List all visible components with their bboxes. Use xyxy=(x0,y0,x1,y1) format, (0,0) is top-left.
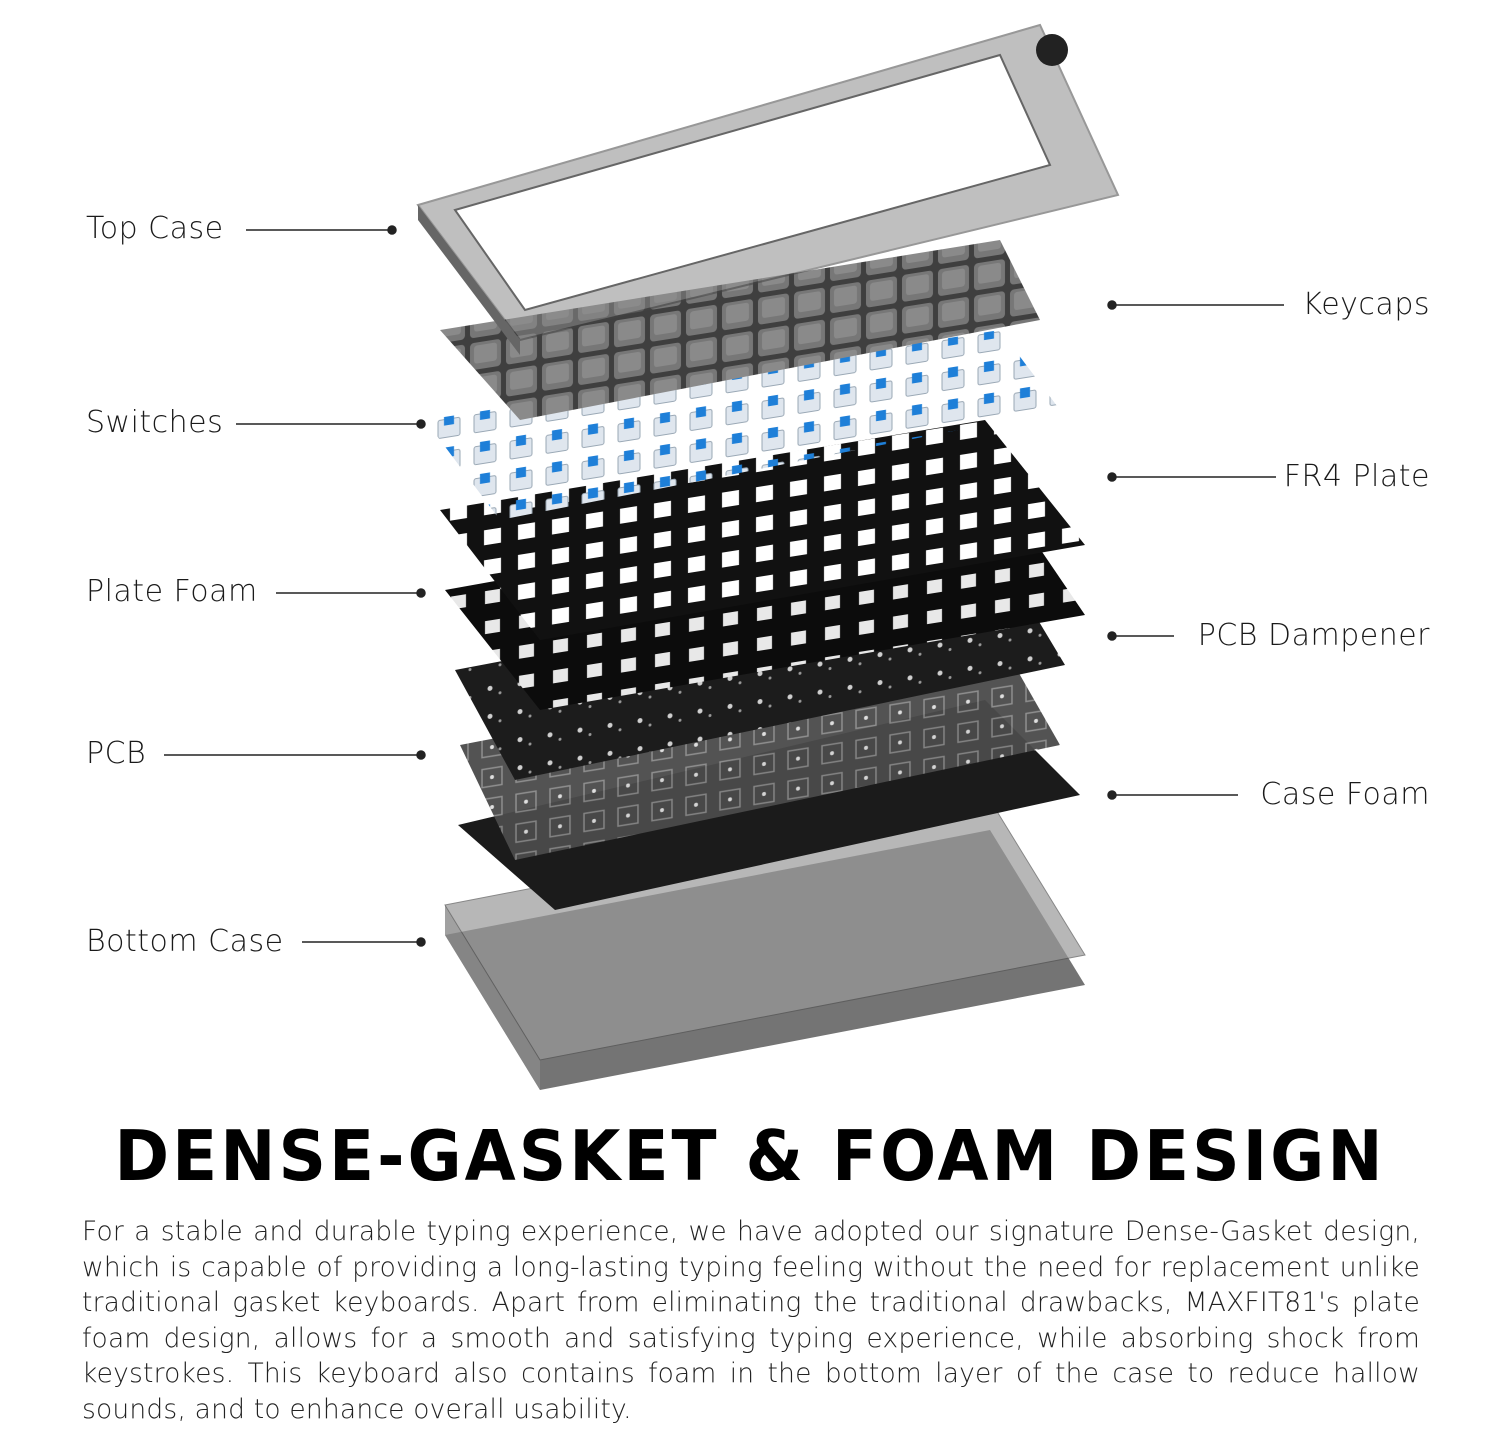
description-paragraph: For a stable and durable typing experien… xyxy=(82,1216,1420,1425)
label-pcb: PCB xyxy=(86,736,147,771)
bottom-case-layer xyxy=(444,799,1086,1090)
leader-lines xyxy=(164,225,1284,947)
label-fr4-plate: FR4 Plate xyxy=(1283,459,1430,494)
label-pcb-dampener: PCB Dampener xyxy=(1197,618,1430,653)
volume-knob-icon xyxy=(1036,34,1068,66)
fr4-plate-layer xyxy=(440,420,1085,640)
page-heading: DENSE-GASKET & FOAM DESIGN xyxy=(114,1116,1386,1197)
label-switches: Switches xyxy=(86,405,224,440)
label-bottom-case: Bottom Case xyxy=(86,924,284,959)
keycaps-layer xyxy=(440,240,1040,420)
label-keycaps: Keycaps xyxy=(1302,287,1430,322)
top-case-layer xyxy=(416,23,1120,355)
label-top-case: Top Case xyxy=(86,211,224,246)
label-case-foam: Case Foam xyxy=(1260,777,1430,812)
label-plate-foam: Plate Foam xyxy=(86,574,258,609)
exploded-keyboard-diagram xyxy=(164,23,1284,1090)
switches-layer xyxy=(425,330,1060,520)
